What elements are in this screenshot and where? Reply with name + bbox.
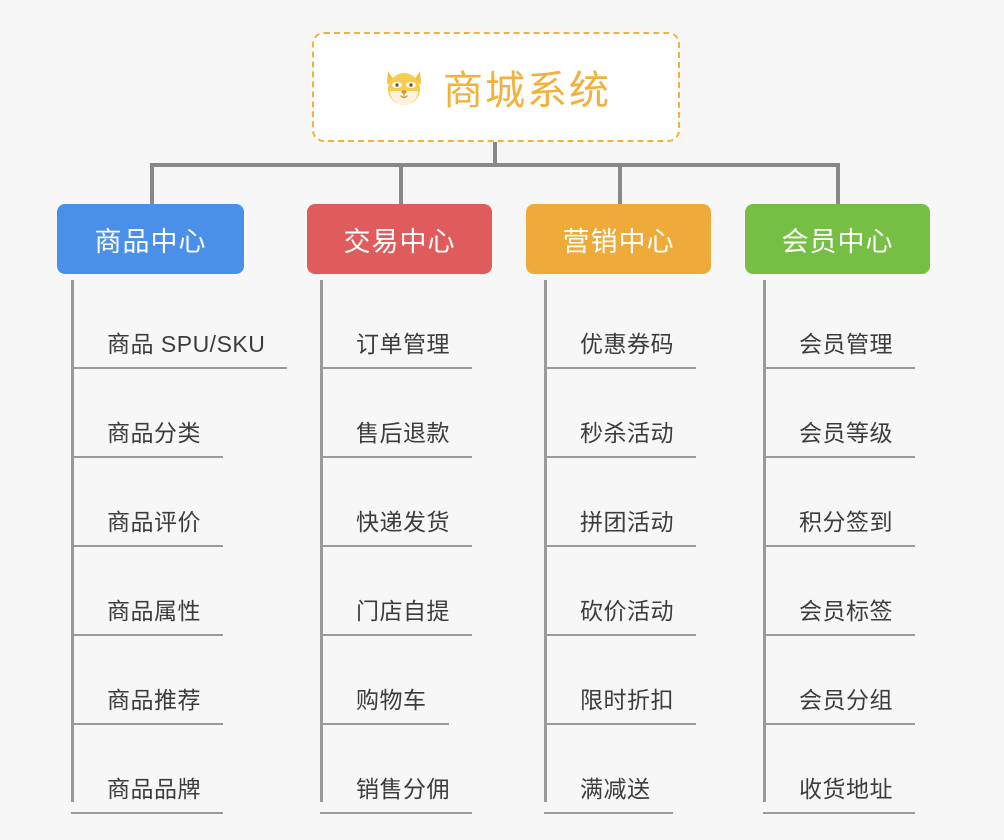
list-item[interactable]: 满减送 <box>544 725 673 814</box>
list-item-label: 会员等级 <box>799 420 893 446</box>
list-item-label: 销售分佣 <box>356 776 450 802</box>
list-item[interactable]: 会员等级 <box>763 369 915 458</box>
list-item-label: 购物车 <box>356 687 427 713</box>
list-item[interactable]: 商品属性 <box>71 547 223 636</box>
list-item[interactable]: 商品品牌 <box>71 725 223 814</box>
list-item-label: 积分签到 <box>799 509 893 535</box>
branch-trunk <box>71 280 74 802</box>
list-item[interactable]: 商品 SPU/SKU <box>71 280 288 369</box>
list-item-label: 砍价活动 <box>580 598 674 624</box>
list-item-label: 售后退款 <box>356 420 450 446</box>
list-item-label: 商品品牌 <box>107 776 201 802</box>
list-item[interactable]: 购物车 <box>320 636 449 725</box>
branch-trunk <box>320 280 323 802</box>
branch-trunk <box>763 280 766 802</box>
list-item-label: 拼团活动 <box>580 509 674 535</box>
category-label: 交易中心 <box>343 226 456 257</box>
category-label: 营销中心 <box>562 226 675 257</box>
list-item[interactable]: 会员分组 <box>763 636 915 725</box>
category-box-trade-center[interactable]: 交易中心 <box>307 204 492 274</box>
list-item-label: 收货地址 <box>799 776 893 802</box>
list-item[interactable]: 商品评价 <box>71 458 223 547</box>
list-item-label: 会员管理 <box>799 331 893 357</box>
root-title: 商城系统 <box>443 69 611 113</box>
list-item-label: 限时折扣 <box>580 687 674 713</box>
category-box-marketing-center[interactable]: 营销中心 <box>526 204 711 274</box>
list-item-label: 秒杀活动 <box>580 420 674 446</box>
branch-trunk <box>544 280 547 802</box>
dog-face-emoji <box>381 64 427 110</box>
connector-root-stem <box>493 142 497 166</box>
list-item-label: 商品分类 <box>107 420 201 446</box>
category-label: 会员中心 <box>781 226 894 257</box>
list-item[interactable]: 门店自提 <box>320 547 472 636</box>
category-label: 商品中心 <box>94 226 207 257</box>
list-item-label: 会员标签 <box>799 598 893 624</box>
list-item[interactable]: 销售分佣 <box>320 725 472 814</box>
list-item[interactable]: 商品分类 <box>71 369 223 458</box>
list-item-label: 商品 SPU/SKU <box>107 331 266 357</box>
list-item[interactable]: 订单管理 <box>320 280 472 369</box>
connector-bus <box>150 163 840 167</box>
connector-drop-1 <box>150 163 154 205</box>
list-item[interactable]: 拼团活动 <box>544 458 696 547</box>
connector-drop-4 <box>836 163 840 205</box>
list-item-label: 商品推荐 <box>107 687 201 713</box>
list-item[interactable]: 会员标签 <box>763 547 915 636</box>
list-item[interactable]: 砍价活动 <box>544 547 696 636</box>
list-item-label: 商品评价 <box>107 509 201 535</box>
list-item[interactable]: 限时折扣 <box>544 636 696 725</box>
connector-drop-2 <box>399 163 403 205</box>
list-item-label: 优惠券码 <box>580 331 674 357</box>
list-item[interactable]: 快递发货 <box>320 458 472 547</box>
list-item-label: 门店自提 <box>356 598 450 624</box>
category-box-product-center[interactable]: 商品中心 <box>57 204 244 274</box>
list-item[interactable]: 秒杀活动 <box>544 369 696 458</box>
root-node[interactable]: 商城系统 <box>312 32 680 142</box>
list-item-label: 订单管理 <box>356 331 450 357</box>
list-item-label: 商品属性 <box>107 598 201 624</box>
list-item[interactable]: 积分签到 <box>763 458 915 547</box>
list-item[interactable]: 优惠券码 <box>544 280 696 369</box>
list-item[interactable]: 收货地址 <box>763 725 915 814</box>
list-item[interactable]: 售后退款 <box>320 369 472 458</box>
list-item[interactable]: 会员管理 <box>763 280 915 369</box>
list-item[interactable]: 商品推荐 <box>71 636 223 725</box>
connector-drop-3 <box>618 163 622 205</box>
list-item-label: 快递发货 <box>356 509 450 535</box>
list-item-label: 满减送 <box>580 776 651 802</box>
list-item-label: 会员分组 <box>799 687 893 713</box>
category-box-member-center[interactable]: 会员中心 <box>745 204 930 274</box>
